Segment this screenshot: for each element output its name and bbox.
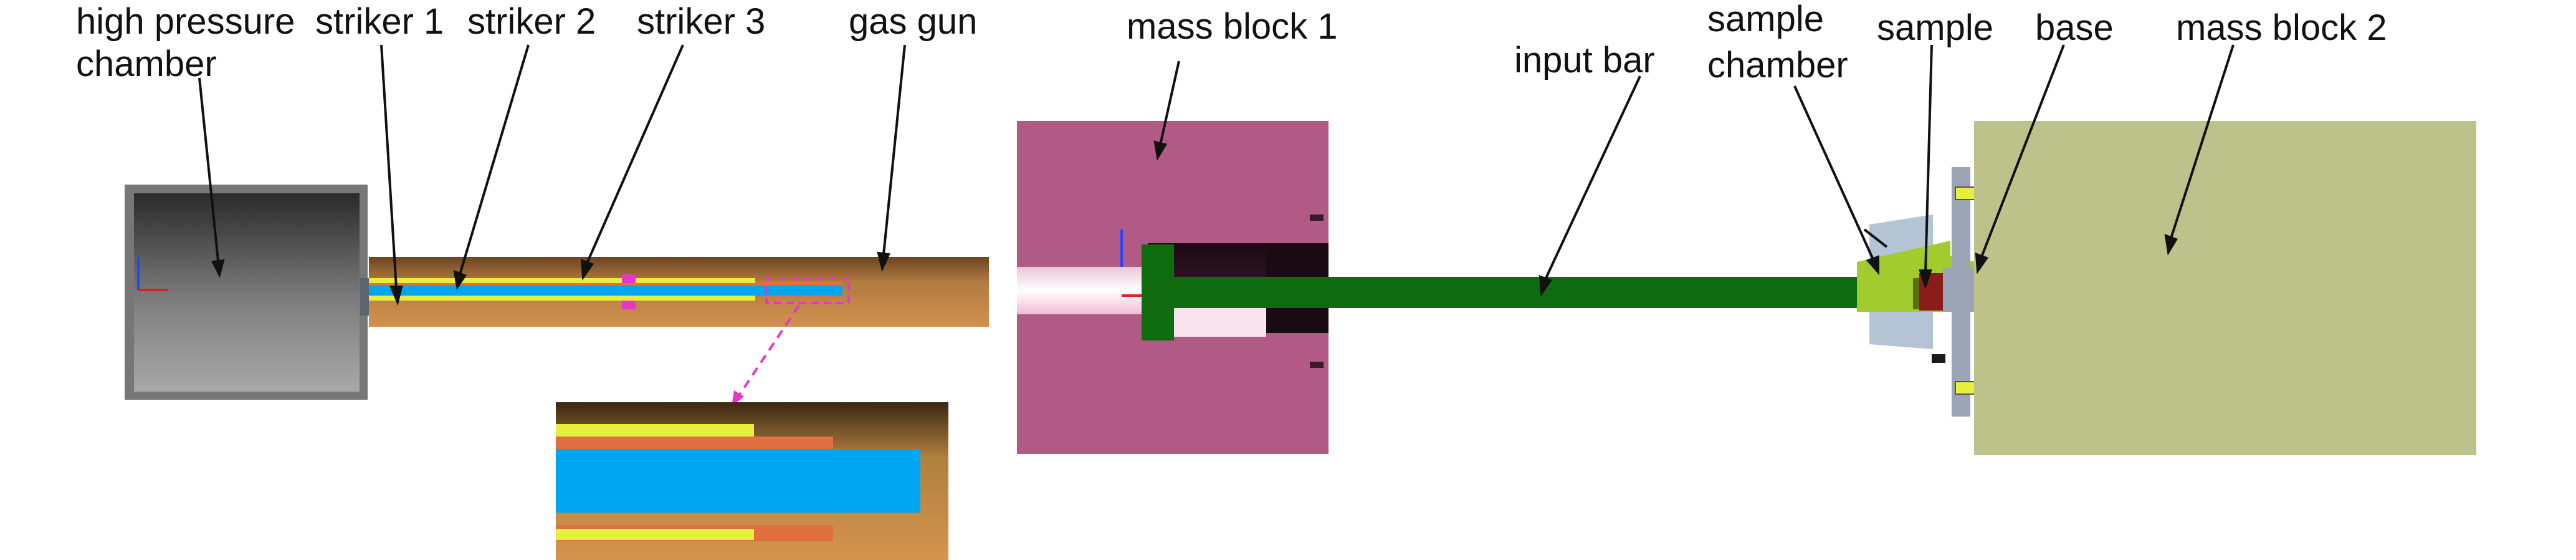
label-base: base bbox=[2035, 7, 2114, 48]
label-striker-1: striker 1 bbox=[315, 1, 444, 42]
label-high-pressure-chamber-line1: high pressure bbox=[76, 1, 295, 42]
leader-arrows bbox=[198, 44, 2235, 306]
label-gas-gun: gas gun bbox=[849, 1, 978, 42]
label-mass-block-1: mass block 1 bbox=[1127, 6, 1338, 47]
mass-block-2 bbox=[1974, 121, 2476, 455]
label-sample: sample bbox=[1877, 7, 1993, 48]
gas-gun-barrel bbox=[369, 257, 989, 327]
label-sample-chamber-line1: sample bbox=[1707, 0, 1824, 39]
high-pressure-chamber bbox=[125, 185, 369, 400]
label-striker-3: striker 3 bbox=[637, 1, 766, 42]
label-sample-chamber-line2: chamber bbox=[1707, 45, 1848, 85]
label-input-bar: input bar bbox=[1514, 40, 1655, 80]
label-striker-2: striker 2 bbox=[467, 1, 596, 42]
label-mass-block-2: mass block 2 bbox=[2176, 7, 2387, 48]
label-high-pressure-chamber-line2: chamber bbox=[76, 44, 217, 84]
striker-detail-inset bbox=[556, 304, 948, 560]
